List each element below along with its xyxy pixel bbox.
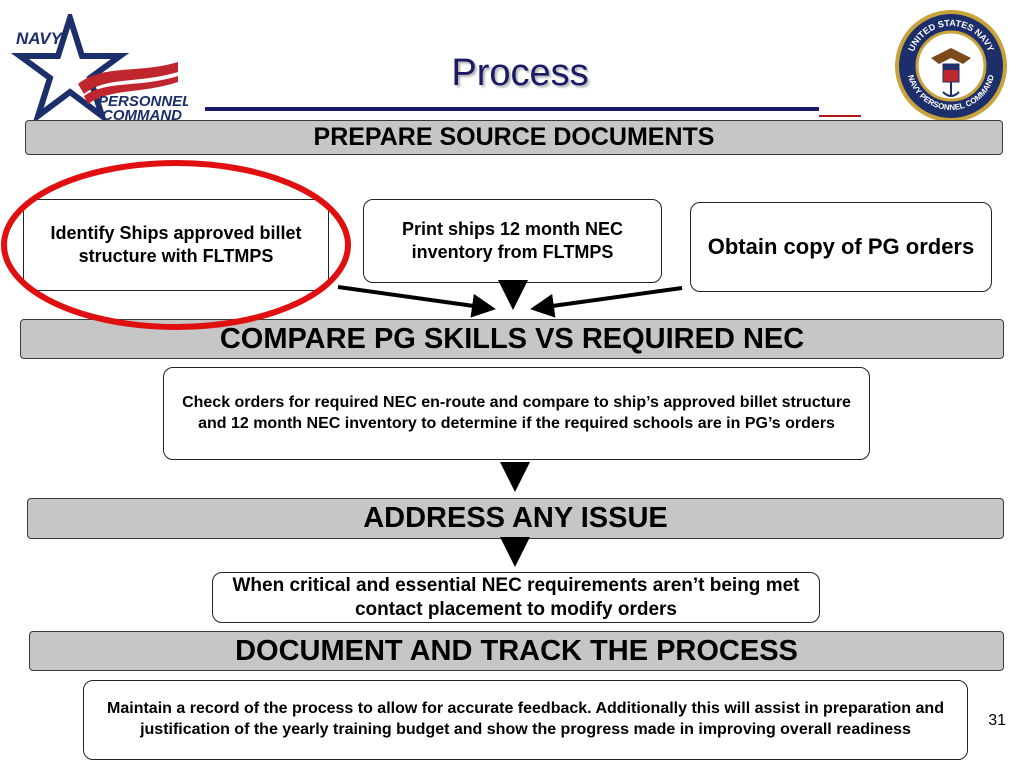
page-title: Process [451,52,589,94]
box-text: Check orders for required NEC en-route a… [182,393,851,432]
box-text: Print ships 12 month NEC inventory from … [401,218,624,262]
title-divider [205,107,819,111]
box-text: Obtain copy of PG orders [707,233,975,259]
section-address-any-issue: ADDRESS ANY ISSUE [27,498,1004,539]
section-document-and-track: DOCUMENT AND TRACK THE PROCESS [29,631,1004,671]
navy-personnel-command-logo: NAVY PERSONNEL COMMAND [8,8,191,125]
navy-personnel-command-seal: UNITED STATES NAVY NAVY PERSONNEL COMMAN… [893,8,1009,124]
highlight-circle [1,160,351,330]
title-divider-accent [819,115,861,117]
page-number: 31 [988,712,1006,729]
eagle-icon [931,48,971,64]
box-check-orders: Check orders for required NEC en-route a… [163,367,870,460]
box-text: Maintain a record of the process to allo… [107,700,944,738]
box-identify-ships-billet: Identify Ships approved billet structure… [23,199,329,291]
box-obtain-pg-orders: Obtain copy of PG orders [690,202,992,292]
arrow-right-to-compare [530,286,683,318]
box-maintain-record: Maintain a record of the process to allo… [83,680,968,760]
box-text: When critical and essential NEC requirem… [232,574,800,620]
section-label: ADDRESS ANY ISSUE [363,502,668,534]
anchor-icon [942,82,960,97]
flag-stripes-shape [78,62,178,94]
logo-text-personnel: PERSONNEL [98,93,188,110]
arrow-left-to-compare [337,285,496,318]
box-print-nec-inventory: Print ships 12 month NEC inventory from … [363,199,662,283]
box-text: Identify Ships approved billet structure… [50,222,302,266]
section-prepare-source-documents: PREPARE SOURCE DOCUMENTS [25,120,1003,155]
box-critical-nec-requirements: When critical and essential NEC requirem… [212,572,820,623]
logo-text-navy: NAVY [16,29,64,48]
section-label: PREPARE SOURCE DOCUMENTS [313,123,715,151]
logo-text-command: COMMAND [102,107,182,124]
star-logo-shape [10,8,130,125]
section-label: COMPARE PG SKILLS VS REQUIRED NEC [219,322,805,355]
section-label: DOCUMENT AND TRACK THE PROCESS [235,634,798,667]
